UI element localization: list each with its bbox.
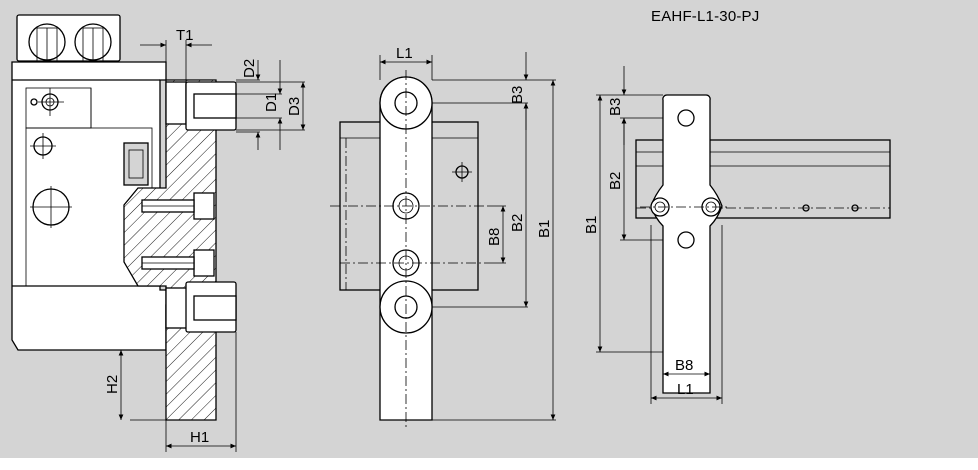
dim-b3-right: B3: [607, 98, 624, 116]
upper-bolt-head: [165, 81, 187, 125]
dim-b1-mid: B1: [536, 220, 553, 238]
part-number-title: EAHF-L1-30-PJ: [651, 8, 760, 25]
dim-b2-right: B2: [607, 172, 624, 190]
right-hole-bottom: [677, 231, 695, 249]
dim-t1: T1: [176, 27, 194, 44]
dim-b8-mid: B8: [486, 228, 503, 246]
dim-d2: D2: [241, 59, 258, 78]
top-view: [596, 66, 891, 404]
dim-h2: H2: [104, 375, 121, 394]
front-view: [330, 52, 556, 430]
side-section-view: [11, 14, 306, 452]
dim-h1: H1: [190, 429, 209, 446]
dim-l1-right: L1: [677, 381, 694, 398]
internal-valve: [123, 142, 149, 186]
dim-b1-right: B1: [583, 216, 600, 234]
dim-l1-mid: L1: [396, 45, 413, 62]
mounting-screws: [141, 192, 215, 277]
dim-b3-mid: B3: [509, 86, 526, 104]
reference-holes: [30, 88, 72, 228]
dim-b8-right: B8: [675, 357, 693, 374]
top-connector-housing: [16, 14, 121, 62]
dim-b2-mid: B2: [509, 214, 526, 232]
right-hole-top: [677, 109, 695, 127]
dim-d3: D3: [286, 97, 303, 116]
dim-d1: D1: [263, 93, 280, 112]
